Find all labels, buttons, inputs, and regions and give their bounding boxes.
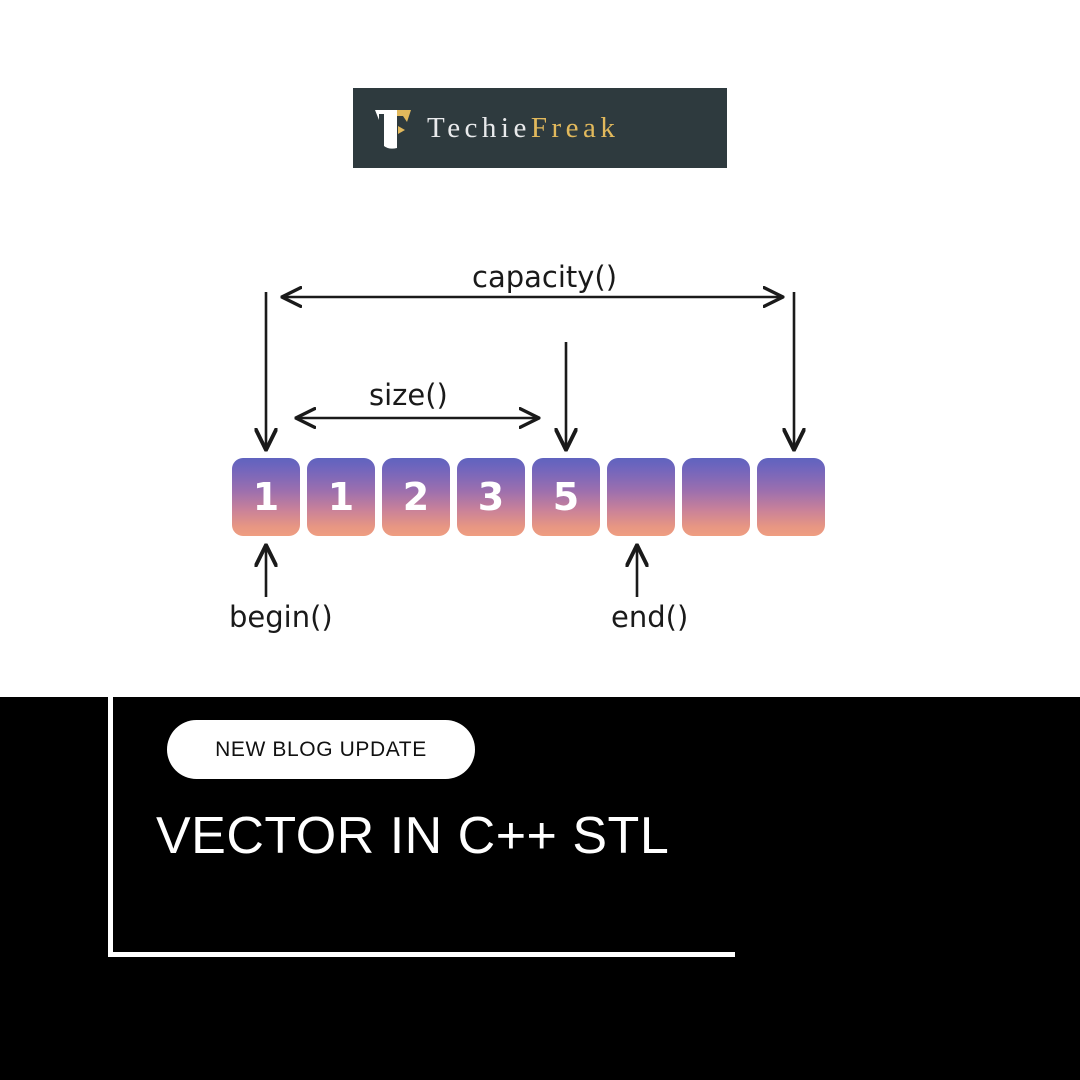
banner-title: VECTOR IN C++ STL (156, 807, 670, 865)
new-blog-update-badge[interactable]: NEW BLOG UPDATE (167, 720, 475, 779)
logo-wordmark-freak: Freak (530, 111, 620, 144)
stylized-t-monogram-icon (367, 100, 423, 156)
logo-wordmark: TechieFreak (427, 112, 619, 145)
begin-label: begin() (229, 600, 333, 634)
vector-cell: 3 (457, 458, 525, 536)
vector-cell (682, 458, 750, 536)
vector-cell (607, 458, 675, 536)
vector-cell: 1 (232, 458, 300, 536)
end-label: end() (611, 600, 689, 634)
vector-cell: 2 (382, 458, 450, 536)
vector-cell (757, 458, 825, 536)
brand-logo-banner: TechieFreak (353, 88, 727, 168)
size-label: size() (369, 378, 448, 412)
vector-cell: 5 (532, 458, 600, 536)
badge-label: NEW BLOG UPDATE (215, 737, 427, 761)
bottom-banner (0, 697, 1080, 1080)
vector-cell: 1 (307, 458, 375, 536)
logo-wordmark-techie: Techie (427, 111, 531, 144)
vector-cells-row: 1 1 2 3 5 (232, 458, 825, 536)
capacity-label: capacity() (472, 260, 618, 294)
banner-frame-accent (108, 697, 735, 957)
